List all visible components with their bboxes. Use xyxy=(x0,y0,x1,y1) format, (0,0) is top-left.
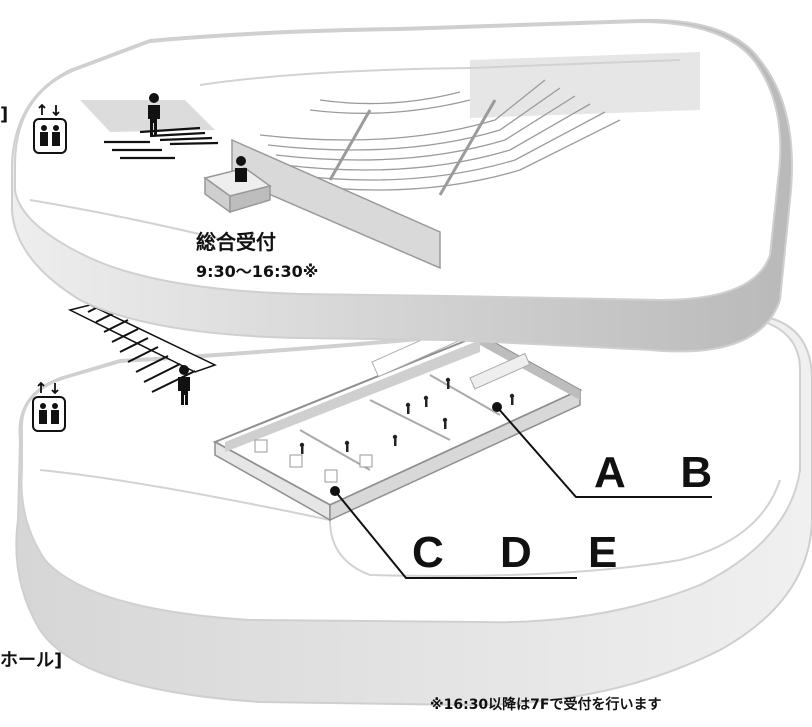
callout-ab xyxy=(492,402,712,498)
callout-cde xyxy=(330,486,577,579)
auditorium-seating xyxy=(259,79,621,196)
lower-floor-path-line xyxy=(39,469,781,577)
elevator-icon xyxy=(32,381,66,432)
room-label-ab: A B xyxy=(594,448,735,497)
reception-hours: 9:30〜16:30※ xyxy=(196,262,319,281)
elevator-icon xyxy=(33,103,67,154)
person-icon xyxy=(235,156,247,182)
stairs xyxy=(67,301,217,393)
room-label-cde: C D E xyxy=(412,528,640,577)
upper-platform xyxy=(470,52,700,118)
edge-hall-label: ホール] xyxy=(0,650,63,671)
upper-stairs xyxy=(80,100,219,160)
reception-title: 総合受付 xyxy=(196,230,276,254)
person-icon xyxy=(148,93,160,135)
edge-bracket-upper: ] xyxy=(0,104,9,125)
person-icon xyxy=(178,365,190,405)
footnote: ※16:30以降は7Fで受付を行います xyxy=(430,697,662,713)
reception-desk xyxy=(203,167,272,214)
lower-room-block xyxy=(212,324,583,522)
upper-partition-wall xyxy=(231,138,441,270)
